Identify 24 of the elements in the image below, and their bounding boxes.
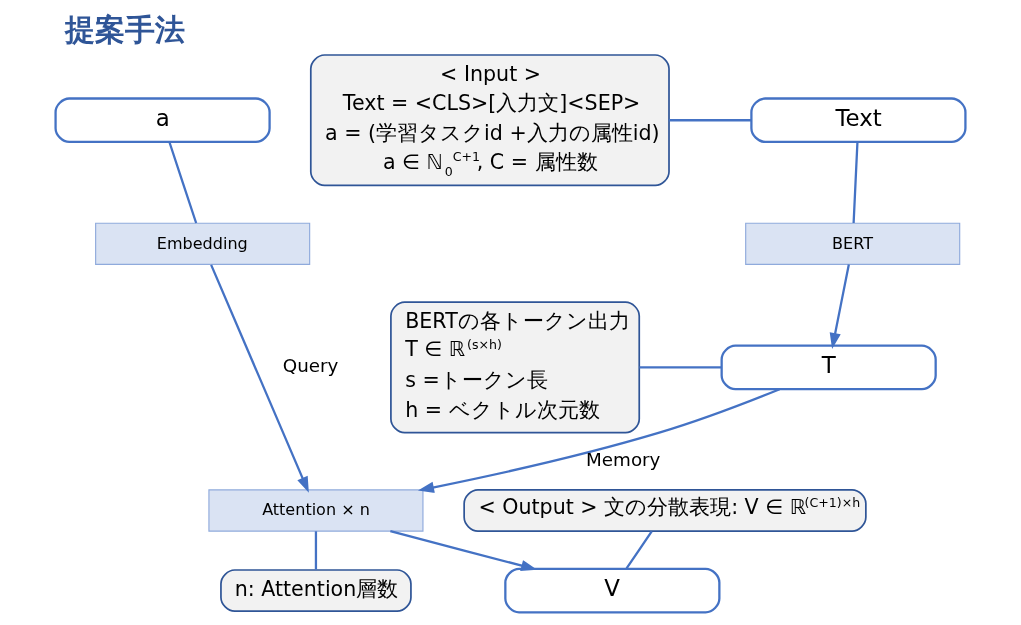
node-box: Text <box>750 97 967 144</box>
arrow <box>390 530 538 572</box>
connector <box>168 142 198 224</box>
connector <box>669 119 752 122</box>
diagram-title: 提案手法 <box>64 11 185 47</box>
connector <box>852 142 859 224</box>
node-box: < Input > Text = <CLS>[入力文]<SEP> a = (学習タスクid +入力の属性id) a ∈ ℕ$_{0}$$^{C+1}$, C = 属性数 <box>309 54 670 187</box>
node-box: Embedding <box>95 222 311 265</box>
connector <box>314 531 318 570</box>
node-box: a <box>54 97 271 144</box>
edge-label: Query <box>282 354 339 376</box>
node-box: BERTの各トークン出力 T ∈ ℝ$^{(s×h)}$ s =トークン長 h = ベクトル次元数 <box>390 301 641 434</box>
arrow <box>417 388 781 493</box>
arrow <box>829 264 850 350</box>
node-box: < Output > 文の分散表現: V ∈ ℝ$^{(C+1)×h}$ <box>463 489 867 532</box>
node-box: Attention × n <box>208 489 424 532</box>
node-box: T <box>720 344 937 391</box>
node-box: BERT <box>745 222 961 265</box>
connector <box>625 530 653 570</box>
edge-label: Memory <box>586 448 661 470</box>
arrow <box>210 264 309 493</box>
node-box: V <box>504 567 721 614</box>
node-box: n: Attention層数 <box>220 569 412 613</box>
connector <box>639 366 722 369</box>
